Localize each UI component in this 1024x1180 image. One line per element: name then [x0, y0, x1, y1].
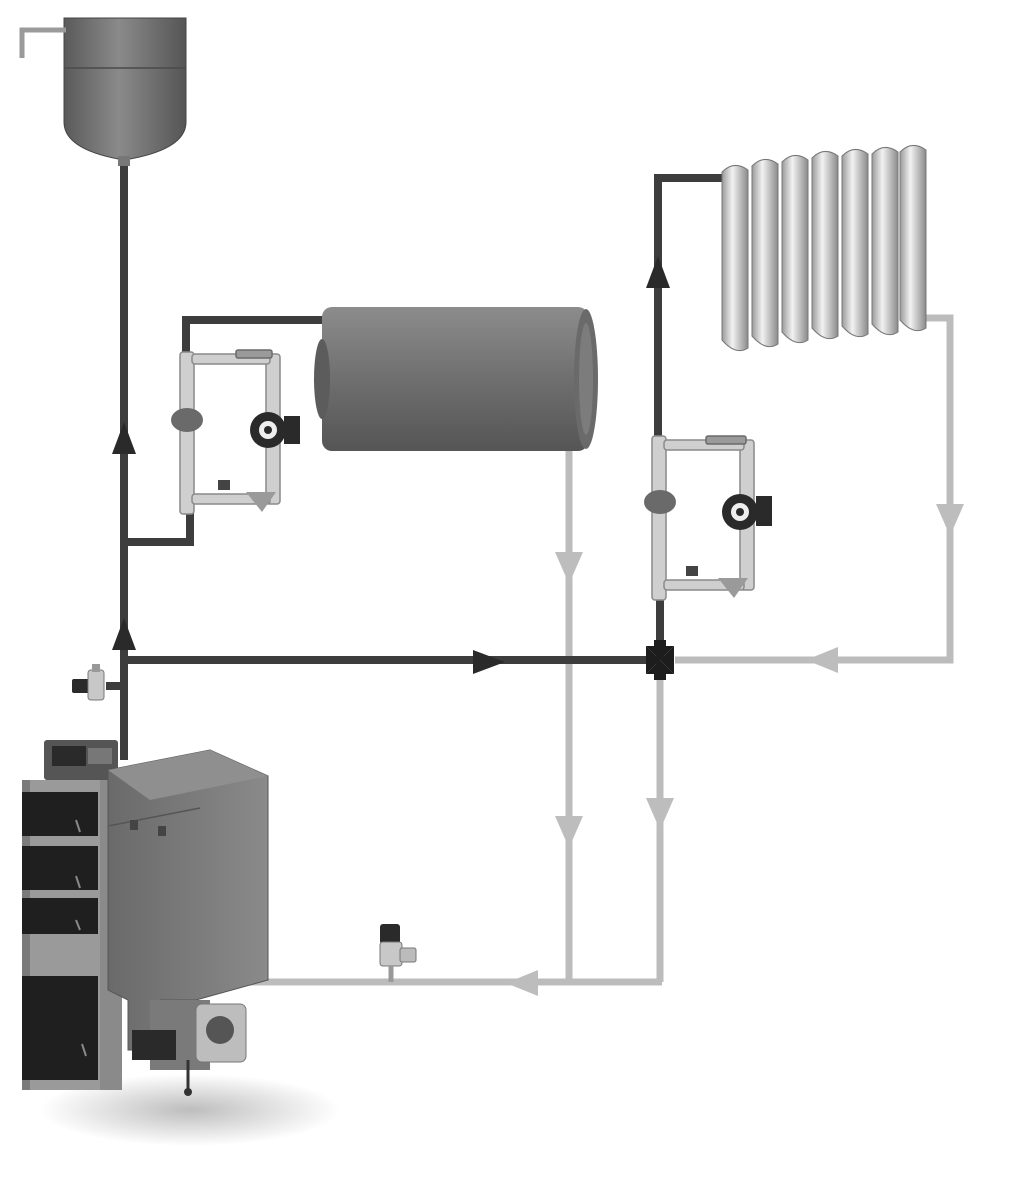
expansion-tank-icon	[19, 17, 187, 166]
thermostatic-valve-icon	[379, 924, 417, 982]
return-arrow-left-radiator	[806, 647, 838, 673]
pump-group-icon	[171, 349, 300, 515]
supply-arrow-right	[473, 650, 505, 674]
return-arrow-down-right	[646, 798, 674, 830]
return-arrow-down-cylinder	[555, 552, 583, 584]
safety-valve-icon	[72, 664, 105, 701]
supply-arrow-up-riser-lower	[112, 618, 136, 650]
return-arrow-down-mid	[555, 816, 583, 848]
supply-pipes	[106, 162, 726, 760]
return-arrow-left-bottom	[506, 970, 538, 996]
supply-arrow-up-riser-upper	[112, 422, 136, 454]
flow-arrows	[112, 256, 964, 996]
radiator-icon	[721, 145, 927, 352]
pump-group-icon	[644, 435, 772, 601]
boiler-icon	[22, 740, 340, 1146]
hot-water-cylinder-icon	[314, 307, 598, 451]
four-way-mixing-valve-icon	[646, 640, 674, 680]
return-arrow-down-radiator	[936, 504, 964, 536]
supply-arrow-up-radiator	[646, 256, 670, 288]
